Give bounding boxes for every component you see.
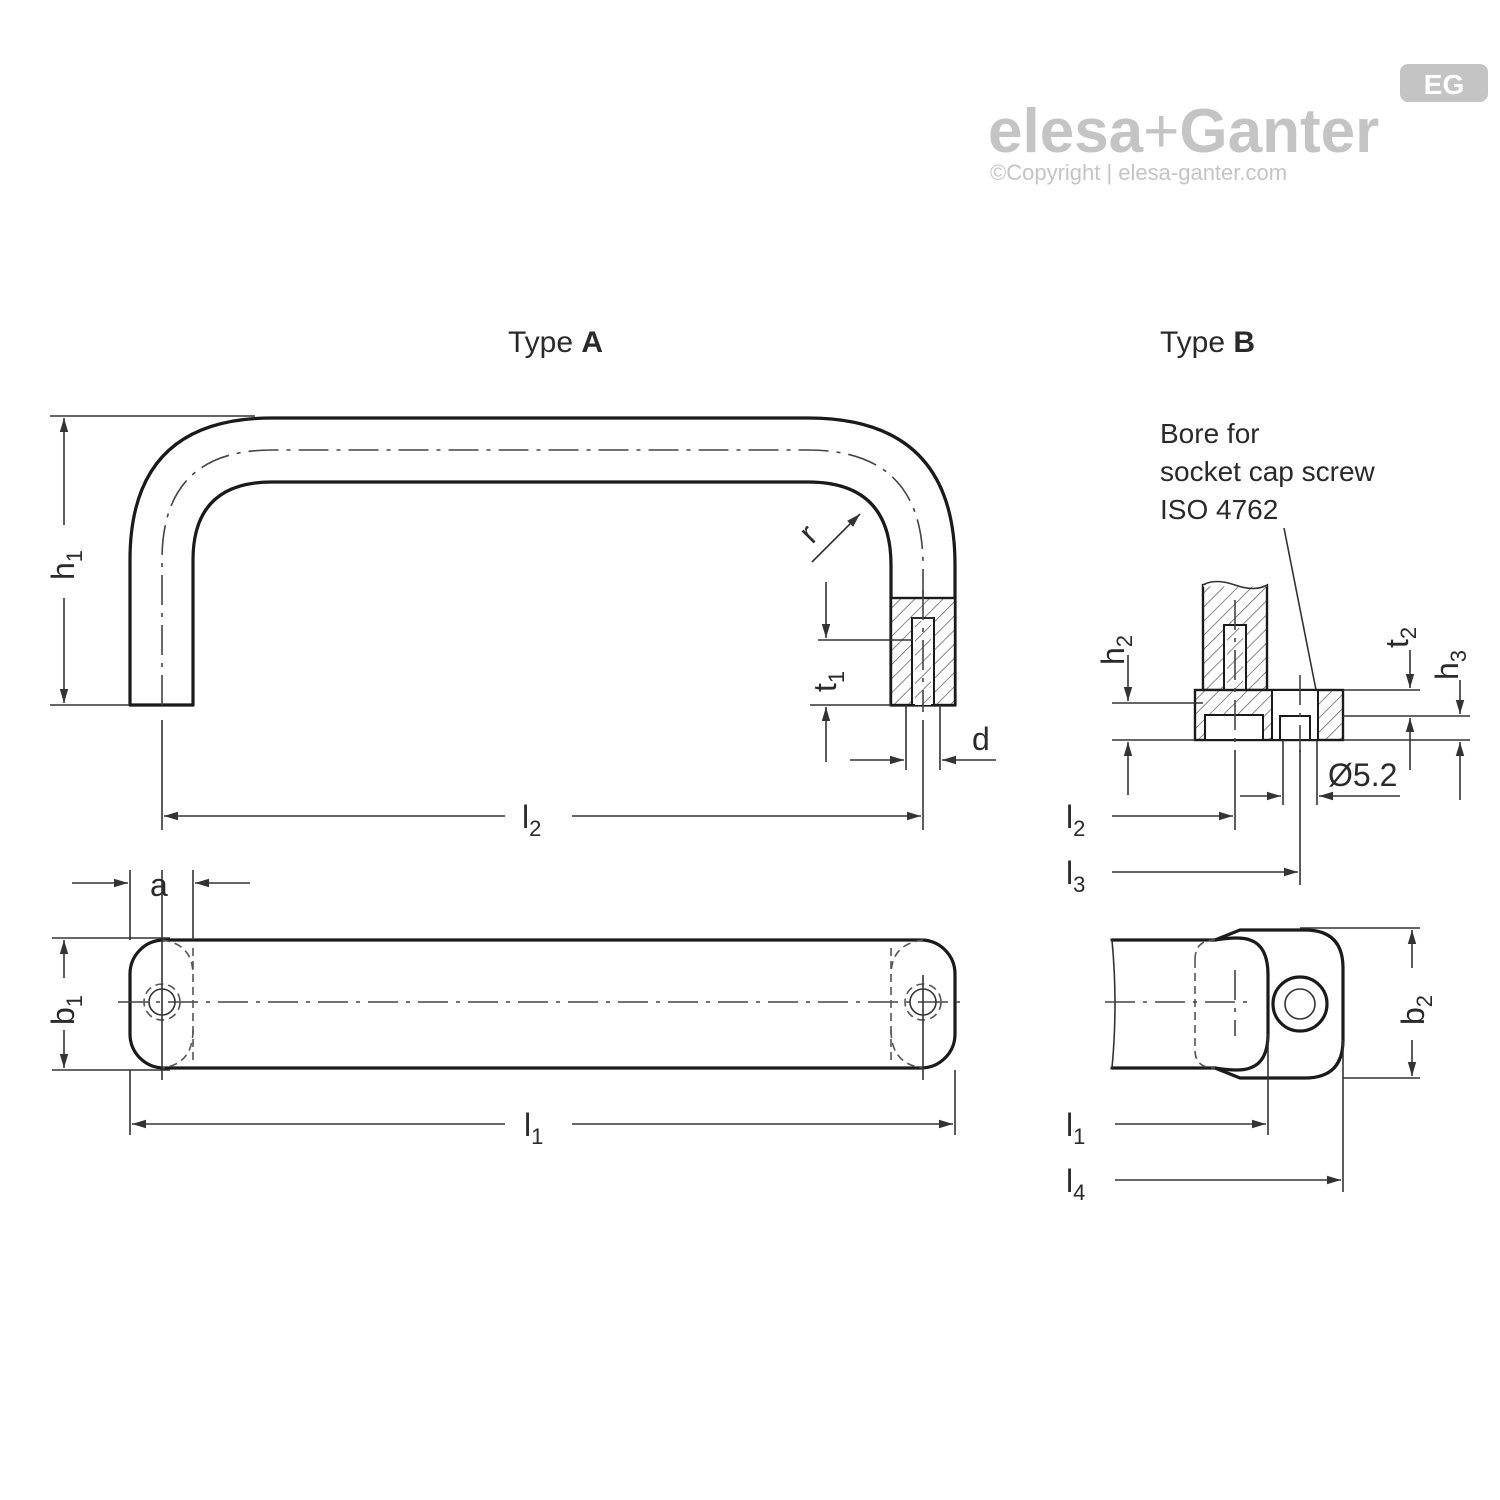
- svg-text:Bore for: Bore for: [1160, 418, 1260, 449]
- badge-text: EG: [1424, 69, 1464, 100]
- leg-end-outline: [1213, 936, 1270, 1072]
- base-plate-outline: [1213, 928, 1345, 1080]
- dim-a: a: [150, 867, 168, 903]
- dim-t1: t1: [807, 671, 849, 692]
- type-a-top-view: a b1 l1: [45, 867, 968, 1149]
- svg-text:socket cap screw: socket cap screw: [1160, 456, 1376, 487]
- dim-b1: b1: [45, 995, 87, 1025]
- dim-b2: b2: [1395, 995, 1437, 1025]
- handle-inner-contour: [191, 480, 893, 707]
- brand-plus: +: [1143, 97, 1179, 166]
- brand-logo: EG elesa+Ganter ©Copyright | elesa-gante…: [988, 64, 1488, 185]
- copyright-text: ©Copyright | elesa-ganter.com: [990, 160, 1287, 185]
- type-a-front-view: h1 r t1 d l2: [45, 415, 996, 841]
- type-a-title: Type A: [508, 326, 603, 359]
- dim-r: r: [791, 517, 824, 550]
- svg-text:elesa+Ganter: elesa+Ganter: [988, 97, 1379, 166]
- dim-bore-diameter: Ø5.2: [1328, 757, 1397, 793]
- dim-l3: l3: [1066, 855, 1085, 897]
- svg-text:ISO 4762: ISO 4762: [1160, 494, 1278, 525]
- counterbore-inner: [1284, 988, 1316, 1020]
- dim-l4: l4: [1066, 1163, 1085, 1205]
- dim-h3: h3: [1429, 650, 1471, 680]
- brand-ganter: Ganter: [1179, 97, 1379, 166]
- dim-t2: t2: [1379, 627, 1421, 648]
- counterbore-outer: [1271, 975, 1329, 1033]
- dim-h1: h1: [45, 550, 87, 580]
- dim-l1-type-b: l1: [1066, 1107, 1085, 1149]
- handle-centerline: [161, 449, 924, 705]
- type-b-title: Type B: [1160, 326, 1255, 359]
- dim-l1-type-a: l1: [524, 1107, 543, 1149]
- bore-note: Bore for socket cap screw ISO 4762: [1160, 418, 1376, 701]
- dim-h2: h2: [1095, 635, 1137, 665]
- dim-l2-type-b: l2: [1066, 799, 1085, 841]
- brand-elesa: elesa: [988, 97, 1144, 166]
- type-b-front-view: h2 t2 h3 Ø5.2 l2 l3: [1066, 580, 1471, 897]
- badge-icon: [1400, 64, 1488, 102]
- dim-d: d: [972, 721, 990, 757]
- handle-top-outline: [128, 938, 957, 1070]
- dim-l2-type-a: l2: [522, 799, 541, 841]
- type-b-top-view: b2 l1 l4: [1066, 927, 1437, 1205]
- handle-outer-contour: [128, 416, 957, 707]
